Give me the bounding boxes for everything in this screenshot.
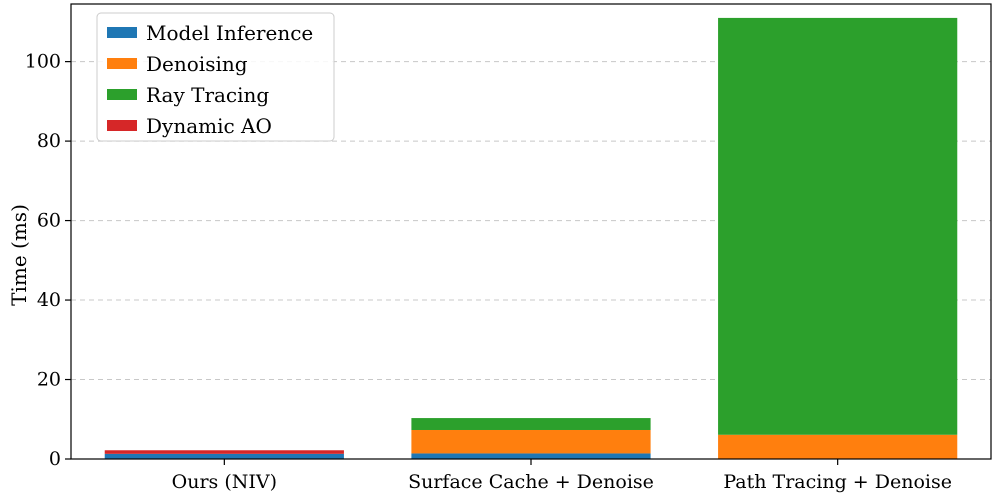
bar-segment-denoising: [718, 434, 958, 459]
y-tick-label: 100: [25, 51, 61, 73]
y-axis-ticks: 0 20 40 60 80 100: [25, 51, 71, 470]
bar-segment-model-inference: [104, 453, 344, 459]
y-tick-label: 20: [37, 369, 61, 391]
legend-swatch: [107, 89, 137, 100]
bars: [104, 17, 958, 459]
legend-label: Ray Tracing: [146, 83, 269, 107]
legend-swatch: [107, 27, 137, 38]
y-tick-label: 60: [37, 210, 61, 232]
x-axis-ticks: Ours (NIV) Surface Cache + Denoise Path Tr…: [172, 459, 952, 493]
legend-swatch: [107, 120, 137, 131]
bar-segment-dynamic-ao: [104, 450, 344, 454]
x-tick-label: Ours (NIV): [172, 471, 277, 493]
legend-label: Denoising: [146, 52, 248, 76]
bar-segment-ray-tracing: [411, 418, 651, 430]
x-tick-label: Path Tracing + Denoise: [723, 471, 952, 493]
y-tick-label: 0: [49, 448, 61, 470]
bar-segment-ray-tracing: [718, 17, 958, 435]
y-tick-label: 40: [37, 289, 61, 311]
legend-box: [96, 12, 335, 142]
legend-swatch: [107, 58, 137, 69]
x-tick-label: Surface Cache + Denoise: [408, 471, 654, 493]
legend-label: Model Inference: [146, 21, 313, 45]
bar-segment-denoising: [411, 429, 651, 454]
legend-label: Dynamic AO: [146, 114, 272, 138]
y-tick-label: 80: [37, 130, 61, 152]
bar-segment-model-inference: [411, 453, 651, 459]
y-axis-label: Time (ms): [7, 204, 31, 306]
